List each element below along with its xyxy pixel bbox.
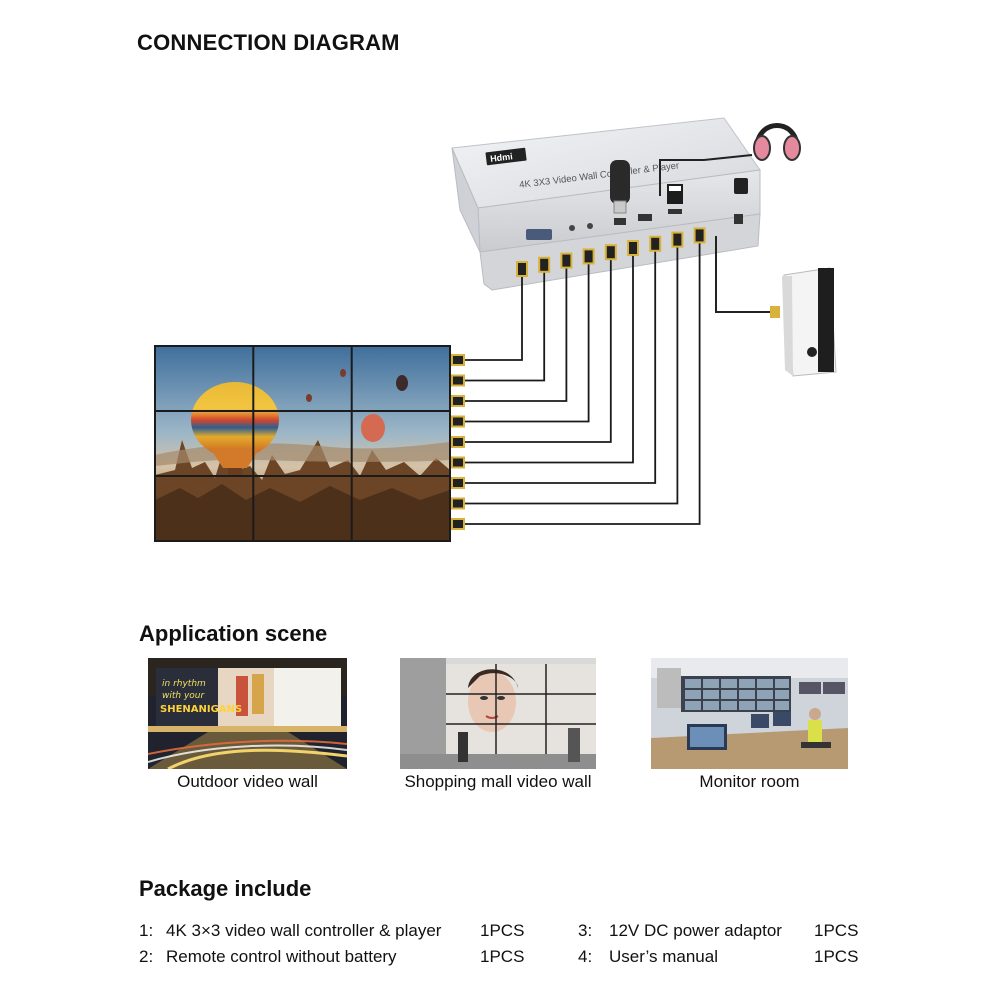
sd-slot	[668, 209, 682, 214]
package-item-name: 4K 3×3 video wall controller & player	[166, 921, 442, 940]
hdmi-connector-controller	[693, 227, 706, 244]
hdmi-cables	[451, 227, 706, 530]
ir-port	[587, 223, 593, 229]
package-item-quantity: 1PCS	[814, 947, 859, 966]
hdmi-in-port	[638, 214, 652, 221]
hdmi-connector-controller	[538, 256, 551, 273]
usb-flash-drive	[610, 160, 630, 214]
shopping-mall-video-wall-photo	[400, 658, 596, 769]
hdmi-cable	[464, 259, 568, 402]
scene-caption-outdoor: Outdoor video wall	[177, 772, 318, 791]
svg-text:SHENANIGANS: SHENANIGANS	[160, 704, 242, 715]
outdoor-video-wall-photo: in rhythm with your SHENANIGANS	[148, 658, 347, 769]
hdmi-cable	[464, 251, 612, 443]
hdmi-connector-wall	[451, 354, 465, 366]
device-brand: Hdmi	[490, 151, 514, 164]
hdmi-connector-wall	[451, 415, 465, 428]
monitor-room-photo	[651, 658, 848, 769]
power-switch	[734, 178, 748, 194]
scene-caption-shopping-mall: Shopping mall video wall	[404, 772, 592, 791]
package-item-name: Remote control without battery	[166, 947, 397, 966]
package-item-number: 4:	[578, 947, 593, 966]
package-item-name: User’s manual	[609, 947, 718, 966]
hdmi-connector-controller	[516, 261, 528, 277]
hdmi-connector-controller	[627, 240, 639, 256]
hdmi-connector-controller	[560, 252, 573, 269]
hdmi-connector-wall	[451, 456, 465, 469]
scene-caption-monitor-room: Monitor room	[699, 772, 800, 791]
sd-card	[667, 184, 683, 204]
package-item-quantity: 1PCS	[480, 921, 525, 940]
hdmi-connector-wall	[451, 436, 465, 448]
vga-port	[526, 229, 552, 240]
headphones	[659, 123, 801, 196]
package-item-number: 3:	[578, 921, 593, 940]
hdmi-connector-controller	[649, 235, 662, 252]
svg-text:in rhythm: in rhythm	[162, 679, 206, 689]
hdmi-cable	[464, 255, 590, 423]
video-wall-controller: Hdmi 4K 3X3 Video Wall Controller & Play…	[451, 117, 761, 291]
hdmi-cable	[464, 242, 657, 484]
dc-port	[734, 214, 743, 224]
hdmi-connector-controller	[604, 244, 617, 261]
video-wall	[154, 345, 451, 542]
hdmi-connector-wall	[451, 497, 465, 510]
hdmi-connector-wall	[451, 374, 465, 387]
hdmi-connector-wall	[451, 518, 465, 530]
hdmi-cable	[464, 247, 634, 464]
package-item-quantity: 1PCS	[814, 921, 859, 940]
controller-side	[451, 147, 481, 253]
audio-port	[569, 225, 575, 231]
hdmi-cable	[464, 263, 546, 382]
connection-diagram: Hdmi 4K 3X3 Video Wall Controller & Play…	[154, 117, 837, 542]
svg-text:with your: with your	[162, 691, 205, 701]
diagram-title: CONNECTION DIAGRAM	[137, 30, 400, 55]
application-title: Application scene	[139, 621, 328, 646]
package-item-number: 1:	[139, 921, 154, 940]
hdmi-cable	[464, 268, 523, 361]
hdmi-connector-wall	[451, 395, 465, 407]
package-item-name: 12V DC power adaptor	[609, 921, 782, 940]
hdmi-connector-controller	[582, 248, 595, 265]
hdmi-cable	[464, 238, 679, 505]
hdmi-connector-controller	[671, 231, 684, 248]
hdmi-cable	[464, 234, 701, 525]
hdmi-connector-wall	[451, 477, 465, 489]
source-pc	[715, 236, 837, 377]
package-item-quantity: 1PCS	[480, 947, 525, 966]
usb-port	[614, 218, 626, 225]
package-title: Package include	[139, 876, 312, 901]
package-item-number: 2:	[139, 947, 154, 966]
